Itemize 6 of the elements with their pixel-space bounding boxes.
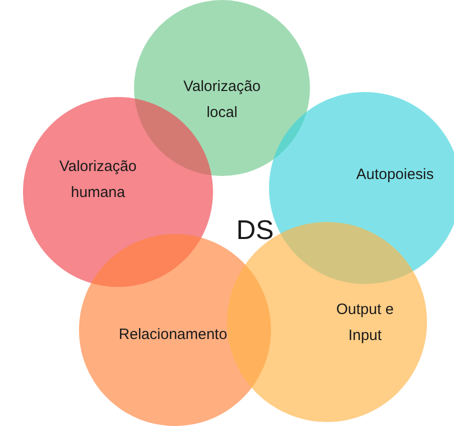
circle-label: Relacionamento [118,325,228,345]
circle-label: Autopoiesis [355,165,435,185]
circle-label: Valorização local [182,77,262,123]
circle-label: Valorização humana [58,157,138,203]
circle-label: Output e Input [335,300,395,346]
center-label: DS [235,215,275,245]
